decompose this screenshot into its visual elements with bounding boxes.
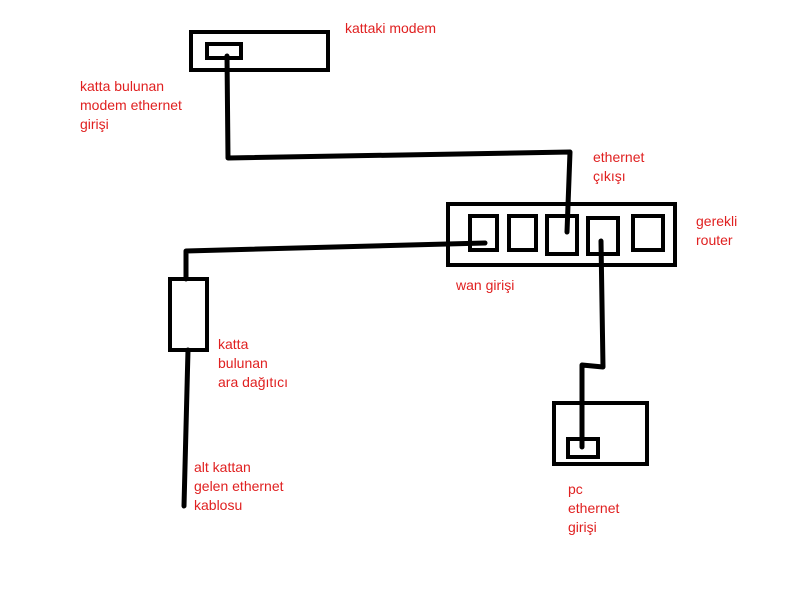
label-lower-cable: alt kattan gelen ethernet kablosu	[194, 459, 284, 513]
label-modem-port: katta bulunan modem ethernet girişi	[80, 78, 182, 132]
cable-router-to-pc	[579, 238, 606, 450]
label-splitter: katta bulunan ara dağıtıcı	[218, 336, 289, 390]
label-pc-port: pc ethernet girişi	[568, 481, 620, 535]
router-port-3	[545, 214, 579, 256]
pc-box	[552, 401, 649, 466]
cable-lower-floor	[181, 347, 191, 509]
label-floor-modem: kattaki modem	[345, 20, 437, 36]
label-ethernet-out: ethernet çıkışı	[593, 149, 645, 184]
cable-modem-to-router	[224, 53, 573, 235]
cable-router-to-splitter	[183, 240, 488, 282]
router-port-wan	[468, 214, 499, 252]
label-wan-port: wan girişi	[456, 277, 515, 293]
router-port-2	[507, 214, 538, 252]
splitter-box	[168, 277, 209, 352]
modem-ethernet-port	[205, 42, 243, 60]
modem-box	[189, 30, 330, 72]
label-router: gerekli router	[696, 213, 738, 248]
router-box	[446, 202, 677, 267]
router-port-5	[631, 214, 665, 252]
